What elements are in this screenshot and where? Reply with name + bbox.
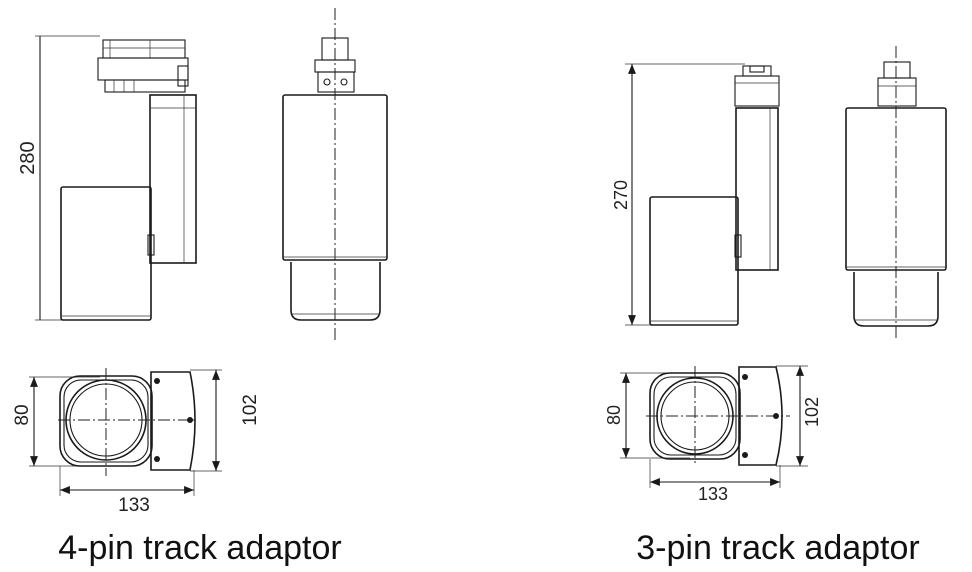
- left-front-view: [282, 8, 388, 342]
- right-plate-dimension: 102: [802, 397, 822, 427]
- left-depth-dimension: 80: [12, 404, 33, 425]
- left-top-view: [29, 368, 222, 496]
- left-plate-dimension: 102: [240, 394, 261, 426]
- right-height-dimension: 270: [611, 180, 631, 210]
- right-side-view: [625, 63, 780, 326]
- left-side-view: [35, 35, 197, 321]
- right-top-view: [620, 365, 808, 488]
- left-caption: 4-pin track adaptor: [58, 529, 342, 567]
- left-height-dimension: 280: [17, 141, 39, 174]
- right-caption: 3-pin track adaptor: [636, 529, 920, 567]
- right-width-dimension: 133: [698, 484, 728, 504]
- right-depth-dimension: 80: [604, 405, 624, 425]
- left-width-dimension: 133: [118, 495, 150, 516]
- right-front-view: [845, 46, 947, 340]
